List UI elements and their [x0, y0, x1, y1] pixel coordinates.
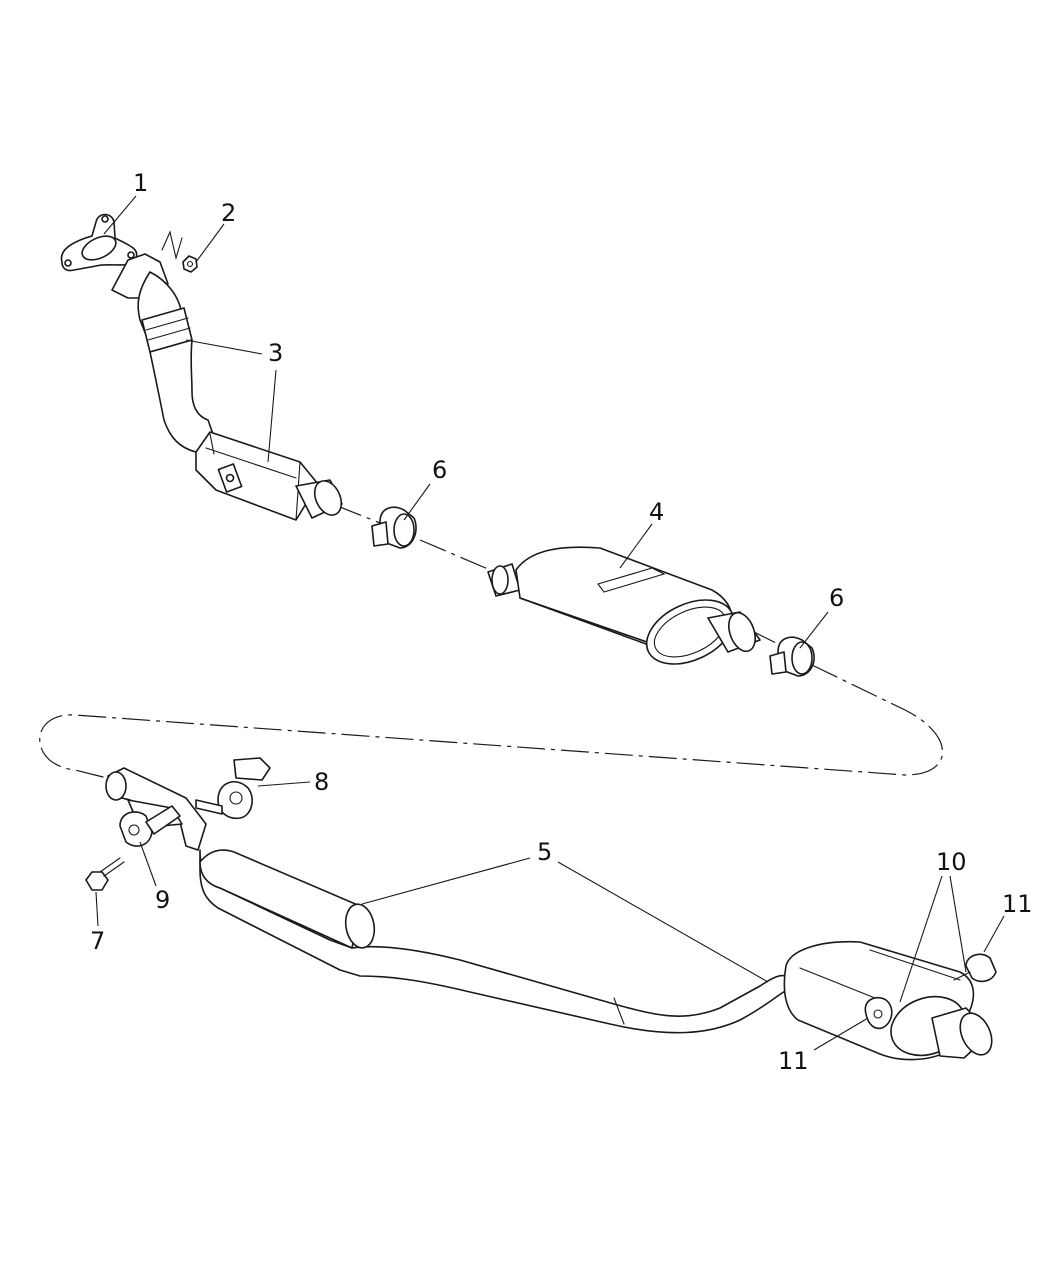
resonator	[487, 546, 761, 665]
callouts: 1 2 3 4 6 6 8 5 10 11 9 7 11	[90, 169, 1033, 1075]
clamp-rear	[769, 636, 815, 677]
isolator-upper	[195, 757, 271, 820]
callout-6-front: 6	[432, 456, 447, 484]
callout-11-lower: 11	[778, 1047, 809, 1075]
nut	[161, 230, 198, 273]
callout-11-upper: 11	[1002, 890, 1033, 918]
leader-lines	[95, 195, 1005, 1051]
callout-3: 3	[268, 339, 283, 367]
assembly-centerline	[39, 504, 943, 781]
tailpipe-assembly	[105, 767, 997, 1061]
callout-8: 8	[314, 768, 329, 796]
callout-7: 7	[90, 927, 105, 955]
front-pipe-catalytic-converter	[111, 253, 343, 521]
isolator-lower	[119, 805, 181, 847]
gasket	[60, 213, 138, 272]
callout-10: 10	[936, 848, 967, 876]
callout-5: 5	[537, 838, 552, 866]
callout-9: 9	[155, 886, 170, 914]
bolt	[85, 857, 125, 891]
clamp-front	[371, 506, 417, 549]
callout-1: 1	[133, 169, 148, 197]
callout-6-rear: 6	[829, 584, 844, 612]
callout-2: 2	[221, 199, 236, 227]
callout-4: 4	[649, 498, 664, 526]
